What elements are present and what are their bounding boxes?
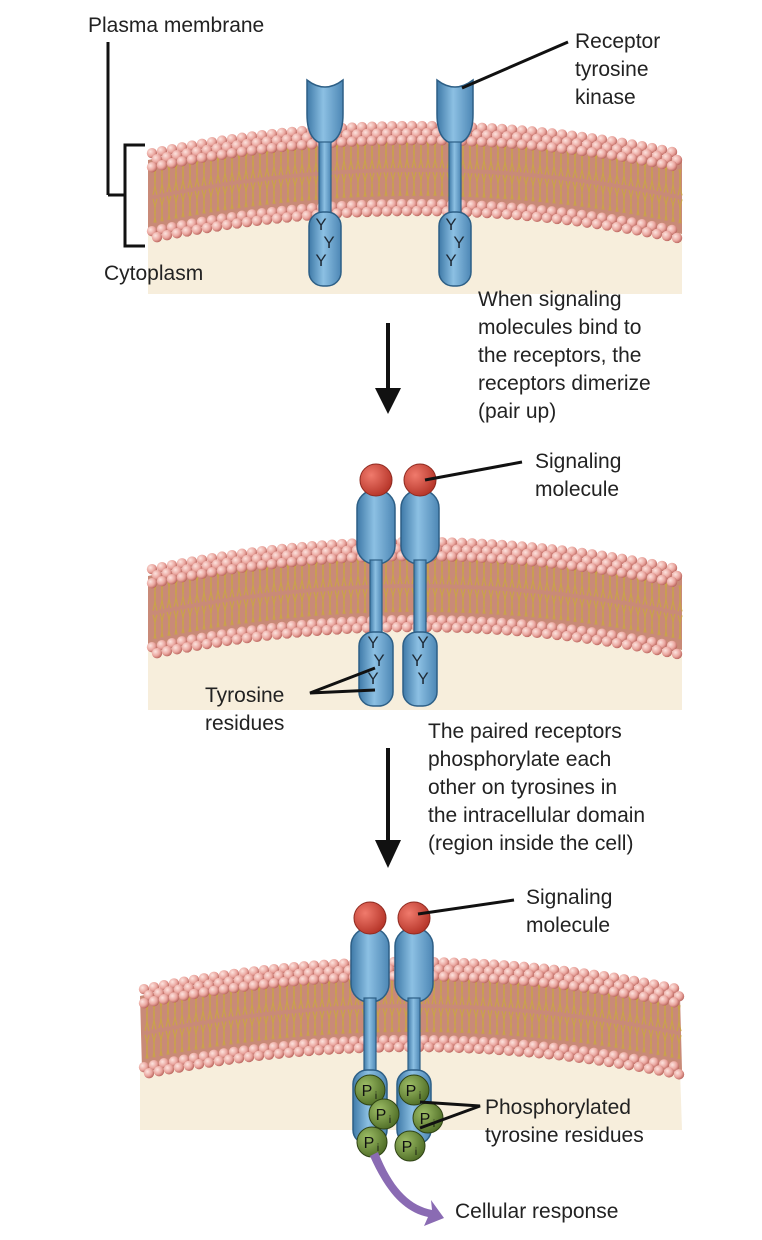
svg-text:P: P xyxy=(362,1083,373,1100)
svg-text:i: i xyxy=(389,1115,391,1126)
tyrosine-leader-line xyxy=(309,666,376,695)
signaling-molecule xyxy=(353,901,387,935)
svg-text:P: P xyxy=(406,1083,417,1100)
phosphorylated-tyrosine-residues-label: Phosphorylated tyrosine residues xyxy=(485,1096,644,1147)
step1-caption: When signaling molecules bind to the rec… xyxy=(478,288,651,423)
signaling-molecule xyxy=(403,463,437,497)
step-arrow-2 xyxy=(375,748,401,868)
plasma-membrane-bracket xyxy=(106,42,145,248)
receptor-tyrosine-kinase-label: Receptor tyrosine kinase xyxy=(575,30,661,109)
tyrosine-residue: Y xyxy=(411,651,422,670)
tyrosine-residues-label: Tyrosine residues xyxy=(205,684,285,735)
tyrosine-residue: Y xyxy=(367,669,378,688)
rtk-leader-line xyxy=(461,40,569,90)
receptor-left: YYY xyxy=(356,463,396,707)
signaling-molecule-label-2: Signaling molecule xyxy=(526,886,613,937)
svg-text:P: P xyxy=(376,1107,387,1124)
signal-leader-line-2 xyxy=(417,898,515,916)
cellular-response-arrow xyxy=(370,1152,444,1226)
phospho-leader-line xyxy=(419,1100,481,1130)
svg-text:i: i xyxy=(375,1091,377,1102)
tyrosine-residue: Y xyxy=(445,251,456,270)
tyrosine-residue: Y xyxy=(315,251,326,270)
leader-lines xyxy=(309,40,569,1130)
svg-text:i: i xyxy=(377,1143,379,1154)
tyrosine-residue: Y xyxy=(417,669,428,688)
step2-caption: The paired receptors phosphorylate each … xyxy=(428,720,646,855)
tyrosine-residue: Y xyxy=(417,633,428,652)
receptor-right: YYY xyxy=(436,78,474,287)
svg-text:P: P xyxy=(420,1111,431,1128)
plasma-membrane-label: Plasma membrane xyxy=(88,14,265,37)
tyrosine-residue: Y xyxy=(373,651,384,670)
receptor-right: YYY xyxy=(400,463,440,707)
tyrosine-residue: Y xyxy=(453,233,464,252)
signaling-molecule xyxy=(359,463,393,497)
cytoplasm-label: Cytoplasm xyxy=(104,262,204,285)
tyrosine-residue: Y xyxy=(323,233,334,252)
signal-leader-line-1 xyxy=(424,460,523,482)
signaling-molecule xyxy=(397,901,431,935)
svg-text:i: i xyxy=(419,1091,421,1102)
tyrosine-residue: Y xyxy=(315,215,326,234)
tyrosine-residue: Y xyxy=(445,215,456,234)
svg-text:i: i xyxy=(433,1119,435,1130)
svg-text:P: P xyxy=(364,1135,375,1152)
receptor-left: YYY xyxy=(306,78,344,287)
tyrosine-residue: Y xyxy=(367,633,378,652)
svg-text:i: i xyxy=(415,1147,417,1158)
cellular-response-label: Cellular response xyxy=(455,1200,619,1223)
step-arrow-1 xyxy=(375,323,401,414)
signaling-molecule-label-1: Signaling molecule xyxy=(535,450,622,501)
membrane-1 xyxy=(146,120,683,294)
svg-text:P: P xyxy=(402,1139,413,1156)
